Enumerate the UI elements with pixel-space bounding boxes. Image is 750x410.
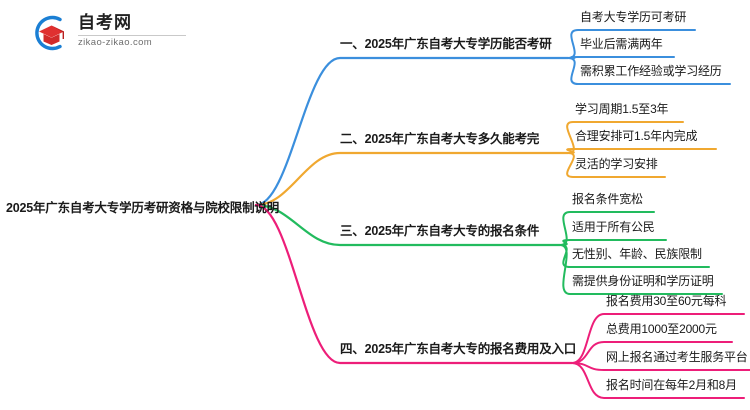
mindmap-leaf-1-1[interactable]: 自考大专学历可考研 — [580, 10, 687, 24]
mindmap-leaf-2-1[interactable]: 学习周期1.5至3年 — [575, 102, 669, 116]
logo-divider — [78, 35, 186, 36]
mindmap-leaf-2-3[interactable]: 灵活的学习安排 — [575, 157, 658, 171]
mindmap-leaf-3-1[interactable]: 报名条件宽松 — [572, 192, 643, 206]
mindmap-leaf-4-4[interactable]: 报名时间在每年2月和8月 — [606, 378, 737, 392]
mindmap-leaf-4-3[interactable]: 网上报名通过考生服务平台 — [606, 350, 748, 364]
mindmap-branch-2[interactable]: 二、2025年广东自考大专多久能考完 — [340, 132, 540, 146]
mindmap-leaf-4-2[interactable]: 总费用1000至2000元 — [606, 322, 717, 336]
mindmap-root-node[interactable]: 2025年广东自考大专学历考研资格与院校限制说明 — [6, 201, 280, 215]
mindmap-leaf-1-3[interactable]: 需积累工作经验或学习经历 — [580, 64, 722, 78]
mindmap-branch-4[interactable]: 四、2025年广东自考大专的报名费用及入口 — [340, 342, 577, 356]
mindmap-branch-3[interactable]: 三、2025年广东自考大专的报名条件 — [340, 224, 540, 238]
mindmap-branch-1[interactable]: 一、2025年广东自考大专学历能否考研 — [340, 37, 552, 51]
mindmap-leaf-1-2[interactable]: 毕业后需满两年 — [580, 37, 663, 51]
mindmap-leaf-3-4[interactable]: 需提供身份证明和学历证明 — [572, 274, 714, 288]
mindmap-leaf-2-2[interactable]: 合理安排可1.5年内完成 — [575, 129, 698, 143]
logo-title: 自考网 — [78, 13, 132, 32]
mindmap-leaf-3-3[interactable]: 无性别、年龄、民族限制 — [572, 247, 702, 261]
graduation-cap-icon — [35, 15, 64, 51]
mindmap-leaf-3-2[interactable]: 适用于所有公民 — [572, 220, 655, 234]
site-logo[interactable]: 自考网 zikao-zikao.com — [30, 10, 190, 56]
logo-subtitle: zikao-zikao.com — [78, 37, 153, 48]
mindmap-leaf-4-1[interactable]: 报名费用30至60元每科 — [606, 294, 727, 308]
